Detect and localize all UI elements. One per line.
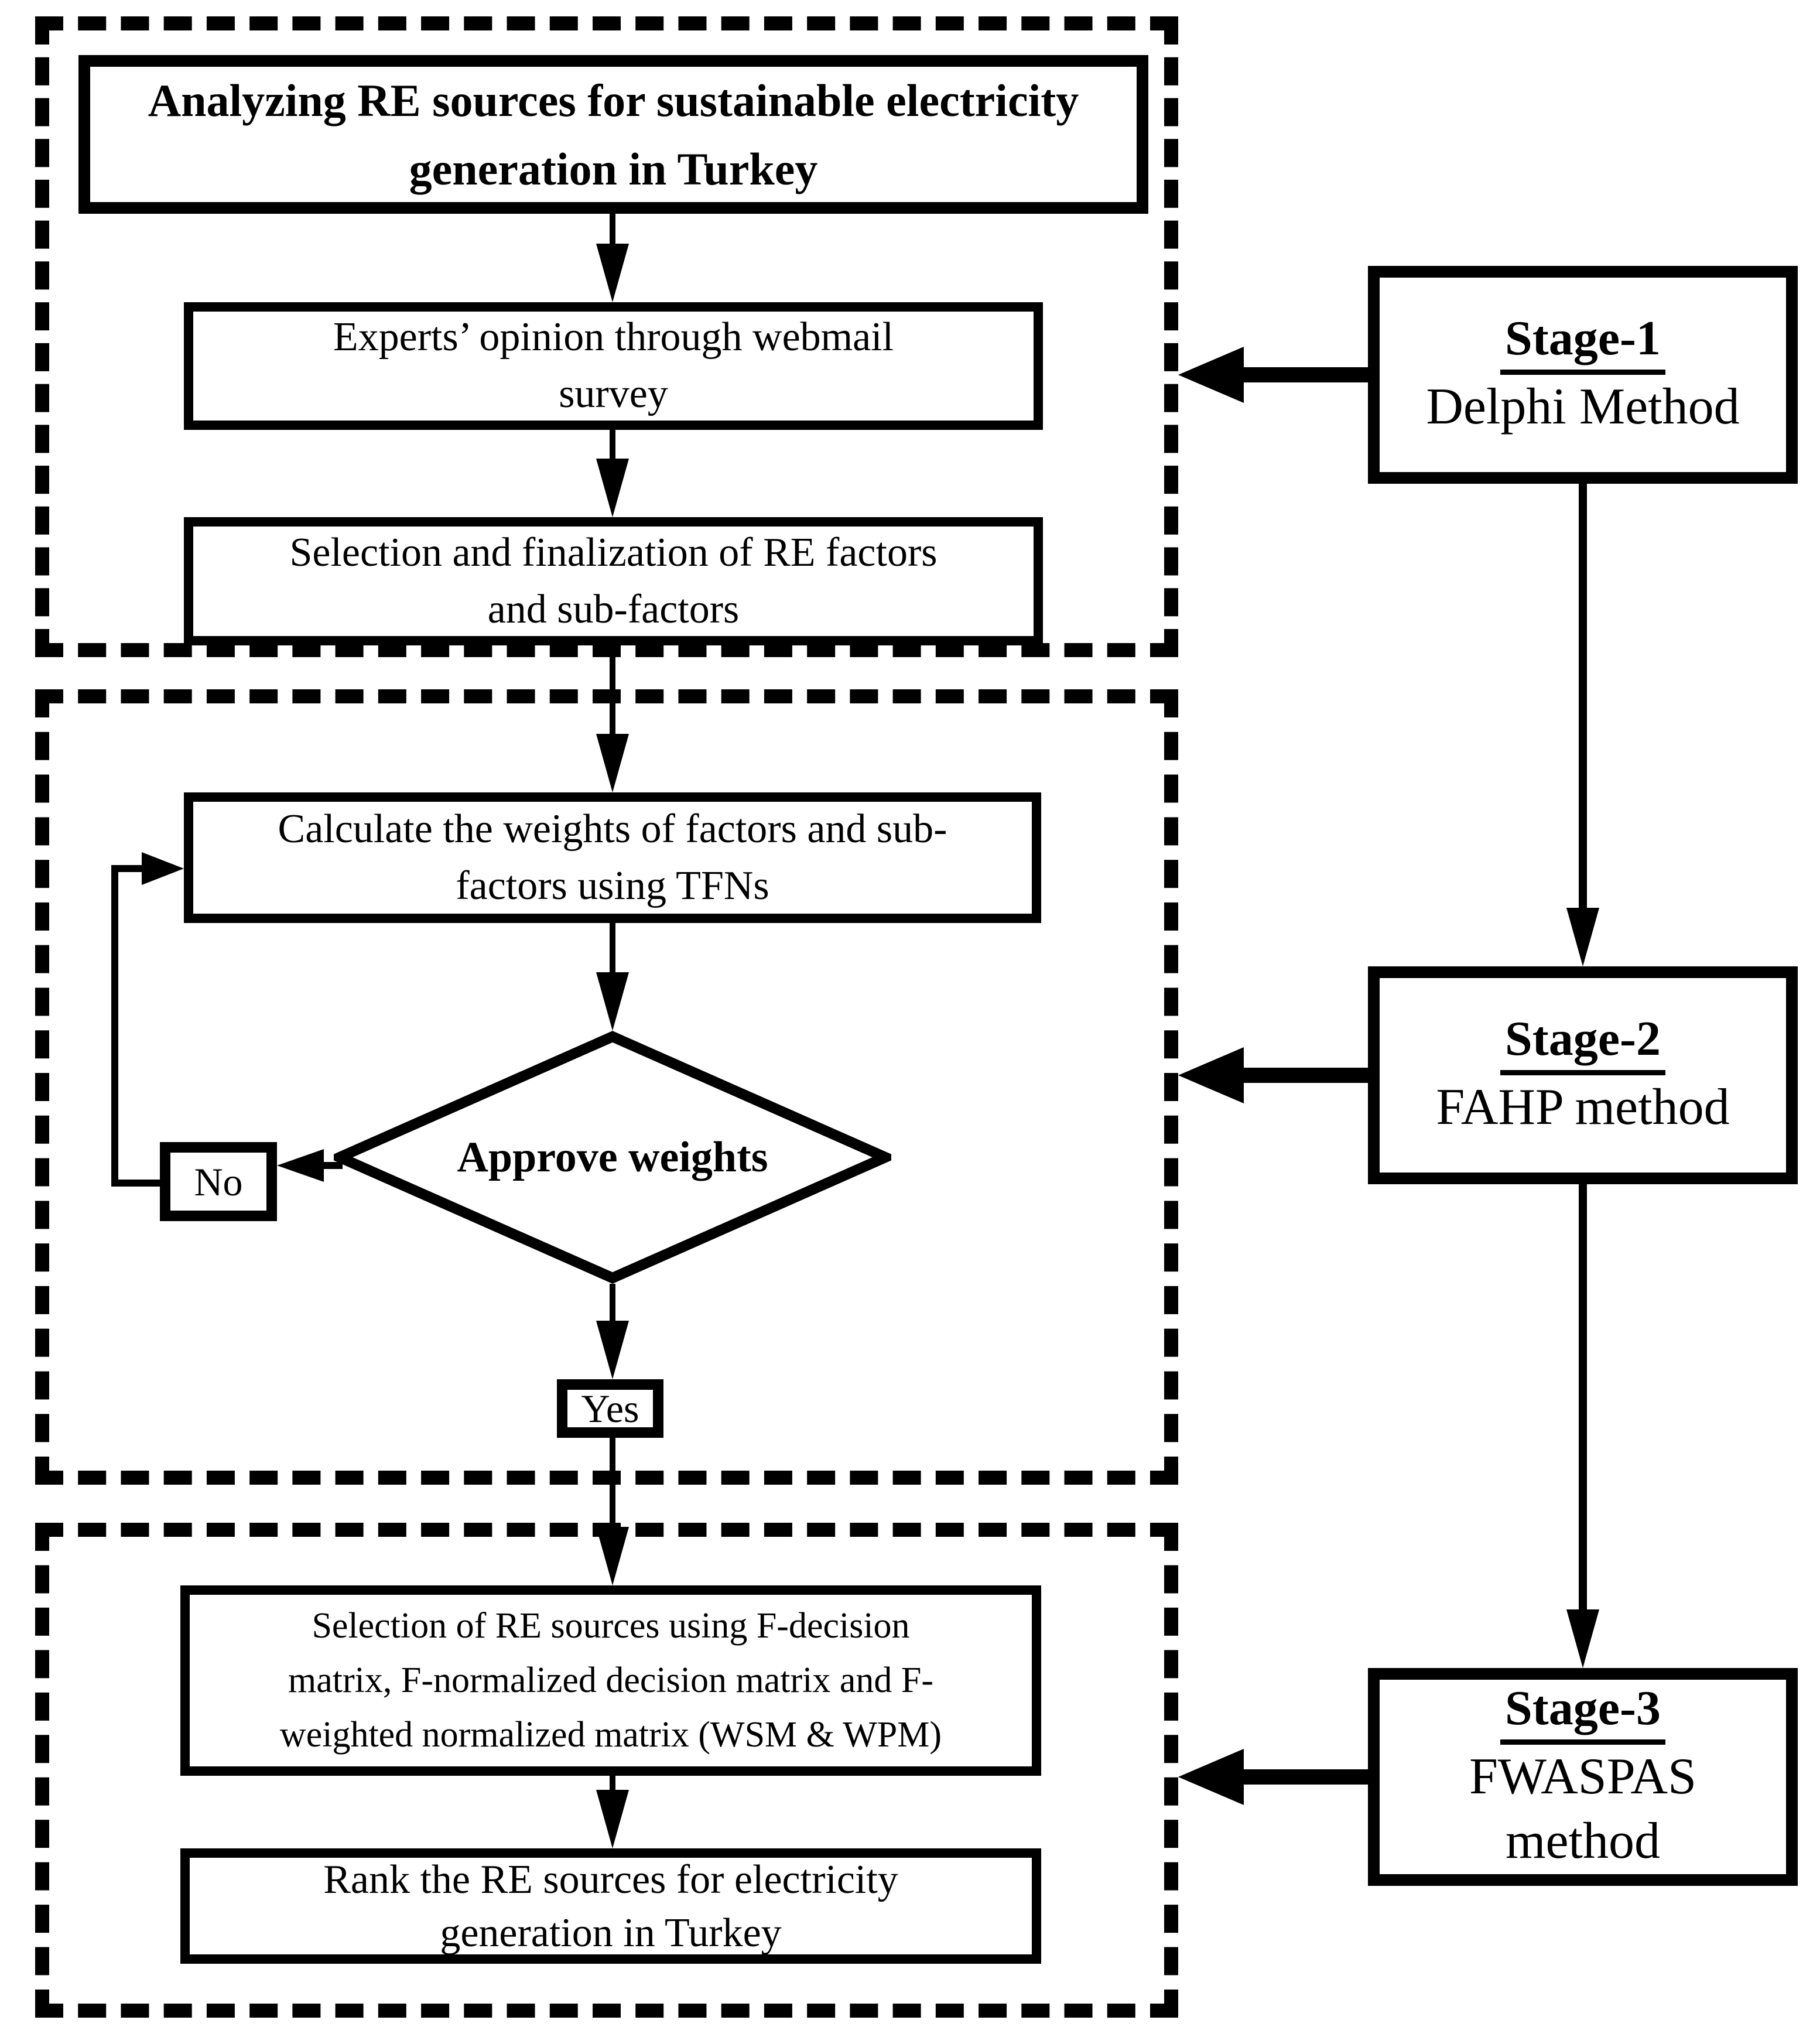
stage1-arrow-line — [1244, 367, 1370, 382]
node-factor-selection: Selection and finalization of RE factors… — [184, 517, 1043, 645]
loop-no-to-corner-line — [115, 1180, 165, 1187]
stage3-title: Stage-3 — [1500, 1680, 1665, 1745]
stage1-to-stage2-head — [1566, 908, 1599, 966]
stage3-method: FWASPAS — [1469, 1748, 1697, 1805]
no-box: No — [160, 1142, 277, 1221]
stage1-title: Stage-1 — [1500, 310, 1665, 375]
dashed-region-stage3 — [35, 1523, 1178, 2018]
arrow-decision-to-yes-line — [610, 1284, 615, 1324]
label-line: matrix, F-normalized decision matrix and… — [288, 1660, 933, 1700]
arrow-weights-to-decision-line — [610, 923, 615, 975]
label-line: Analyzing RE sources for sustainable ele… — [148, 74, 1079, 126]
dashed-region-stage2 — [35, 689, 1178, 1485]
stage1-box: Stage-1 Delphi Method — [1368, 266, 1798, 484]
decision-label: Approve weights — [457, 1133, 768, 1181]
diamond-shape — [334, 1031, 891, 1284]
arrow-yes-to-selection-line — [610, 1438, 615, 1530]
node-goal-title: Analyzing RE sources for sustainable ele… — [78, 55, 1148, 214]
node-weight-calculation: Calculate the weights of factors and sub… — [184, 792, 1041, 923]
loop-corner-to-weights-line — [118, 865, 146, 872]
node-experts-opinion: Experts’ opinion through webmail survey — [184, 302, 1043, 430]
label-line: generation in Turkey — [440, 1910, 782, 1956]
stage2-to-stage3-line — [1579, 1184, 1587, 1612]
label-line: survey — [559, 371, 668, 416]
label-line: weighted normalized matrix (WSM & WPM) — [279, 1715, 942, 1755]
arrow-yes-to-selection-head — [596, 1527, 629, 1585]
label-line: generation in Turkey — [409, 143, 818, 194]
stage2-box: Stage-2 FAHP method — [1368, 966, 1798, 1184]
yes-label: Yes — [581, 1386, 639, 1431]
label-line: Experts’ opinion through webmail — [333, 315, 894, 360]
stage3-box: Stage-3 FWASPAS method — [1368, 1668, 1798, 1886]
stage2-arrow-line — [1244, 1068, 1370, 1083]
label-line: factors using TFNs — [456, 863, 769, 908]
loop-vertical-line — [111, 865, 118, 1187]
arrow-decision-to-yes-head — [596, 1321, 629, 1379]
arrow-factors-to-weights-head — [596, 734, 629, 792]
dashed-region-stage1 — [35, 16, 1178, 657]
node-rank-sources: Rank the RE sources for electricity gene… — [180, 1848, 1041, 1964]
label-line: Selection and finalization of RE factors — [289, 529, 938, 575]
loop-weights-arrowhead — [142, 852, 184, 885]
stage1-arrow-head — [1178, 347, 1244, 403]
loop-diamond-to-no-line — [319, 1162, 343, 1169]
arrow-title-to-experts-line — [610, 214, 615, 246]
stage1-to-stage2-line — [1579, 484, 1587, 911]
label-line: Selection of RE sources using F-decision — [312, 1606, 910, 1646]
stage2-arrow-head — [1178, 1047, 1244, 1103]
arrow-selection-to-rank-head — [596, 1790, 629, 1848]
no-label: No — [194, 1159, 243, 1204]
yes-box: Yes — [557, 1379, 663, 1438]
arrow-experts-to-factors-head — [596, 459, 629, 517]
decision-approve-weights: Approve weights — [334, 1031, 891, 1284]
loop-no-arrowhead — [277, 1149, 324, 1182]
label-line: and sub-factors — [487, 586, 740, 632]
node-source-selection: Selection of RE sources using F-decision… — [180, 1585, 1041, 1776]
stage1-method: Delphi Method — [1426, 378, 1740, 435]
label-line: Rank the RE sources for electricity — [323, 1857, 898, 1902]
label-line: Calculate the weights of factors and sub… — [278, 806, 947, 852]
stage2-to-stage3-head — [1566, 1609, 1599, 1668]
arrow-selection-to-rank-line — [610, 1776, 615, 1792]
arrow-weights-to-decision-head — [596, 972, 629, 1031]
arrow-factors-to-weights-line — [610, 645, 615, 736]
stage2-title: Stage-2 — [1500, 1011, 1665, 1075]
stage3-arrow-head — [1178, 1749, 1244, 1805]
arrow-title-to-experts-head — [596, 244, 629, 302]
arrow-experts-to-factors-line — [610, 430, 615, 461]
stage3-method-line2: method — [1506, 1812, 1660, 1869]
stage2-method: FAHP method — [1436, 1078, 1730, 1136]
stage3-arrow-line — [1244, 1769, 1370, 1785]
